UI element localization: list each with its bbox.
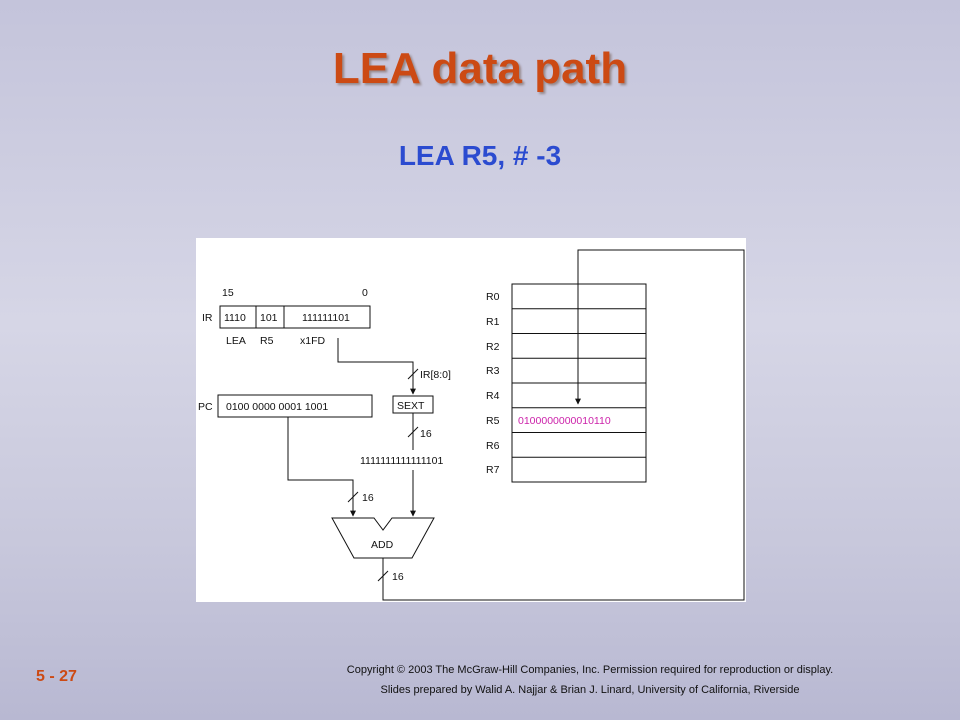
sext-bus-slash [407, 426, 419, 438]
pc-bus-slash [347, 491, 359, 503]
register-label-r1: R1 [486, 316, 500, 328]
register-label-r4: R4 [486, 390, 500, 402]
slide-credits: Slides prepared by Walid A. Najjar & Bri… [380, 684, 800, 696]
pc-value: 0100 0000 0001 1001 [226, 401, 328, 413]
ir-register-box [219, 305, 371, 329]
ir-offset-hex: x1FD [300, 335, 326, 347]
adder-output-bus-slash [377, 570, 389, 582]
ir-opcode-field: 1110 [224, 312, 246, 324]
sext-input-label: IR[8:0] [420, 369, 451, 381]
ir-bus-slash [407, 368, 419, 380]
ir-opcode-name: LEA [226, 335, 246, 347]
adder-output-width: 16 [392, 571, 404, 583]
ir-bit-low: 0 [362, 287, 368, 299]
register-label-r0: R0 [486, 291, 500, 303]
register-label-r3: R3 [486, 365, 500, 377]
sext-output-value: 1111111111111101 [360, 455, 443, 467]
datapath-svg: 15 0 IR 1110 101 111111101 LEA R5 x1FD I… [198, 249, 745, 601]
ir-offset-field: 111111101 [302, 312, 350, 324]
slide-subtitle: LEA R5, # -3 [398, 140, 562, 171]
adder-unit [331, 517, 435, 559]
ir-dr-name: R5 [260, 335, 274, 347]
adder-to-r5-wire [382, 249, 745, 601]
pc-register-box [217, 394, 373, 418]
register-label-r7: R7 [486, 464, 500, 476]
adder-pc-input-width: 16 [362, 492, 374, 504]
slide-title: LEA data path [332, 44, 628, 93]
ir-dr-field: 101 [260, 312, 278, 324]
register-r5-value: 0100000000010110 [518, 415, 611, 427]
ir-to-sext-wire [337, 338, 416, 395]
register-file: R0 R1 R2 R3 R4 R5 R6 R7 0100000000010110 [486, 283, 647, 483]
adder-label: ADD [371, 539, 394, 551]
page-number: 5 - 27 [36, 668, 77, 685]
register-label-r6: R6 [486, 440, 500, 452]
lea-datapath-diagram: 15 0 IR 1110 101 111111101 LEA R5 x1FD I… [196, 238, 746, 602]
sext-output-width: 16 [420, 428, 432, 440]
pc-label: PC [198, 401, 213, 413]
pc-to-adder-wire [287, 417, 356, 517]
register-label-r5: R5 [486, 415, 500, 427]
copyright-notice: Copyright © 2003 The McGraw-Hill Compani… [346, 664, 834, 676]
ir-label: IR [202, 312, 213, 324]
register-label-r2: R2 [486, 341, 500, 353]
ir-bit-high: 15 [222, 287, 234, 299]
sext-label: SEXT [397, 400, 425, 412]
